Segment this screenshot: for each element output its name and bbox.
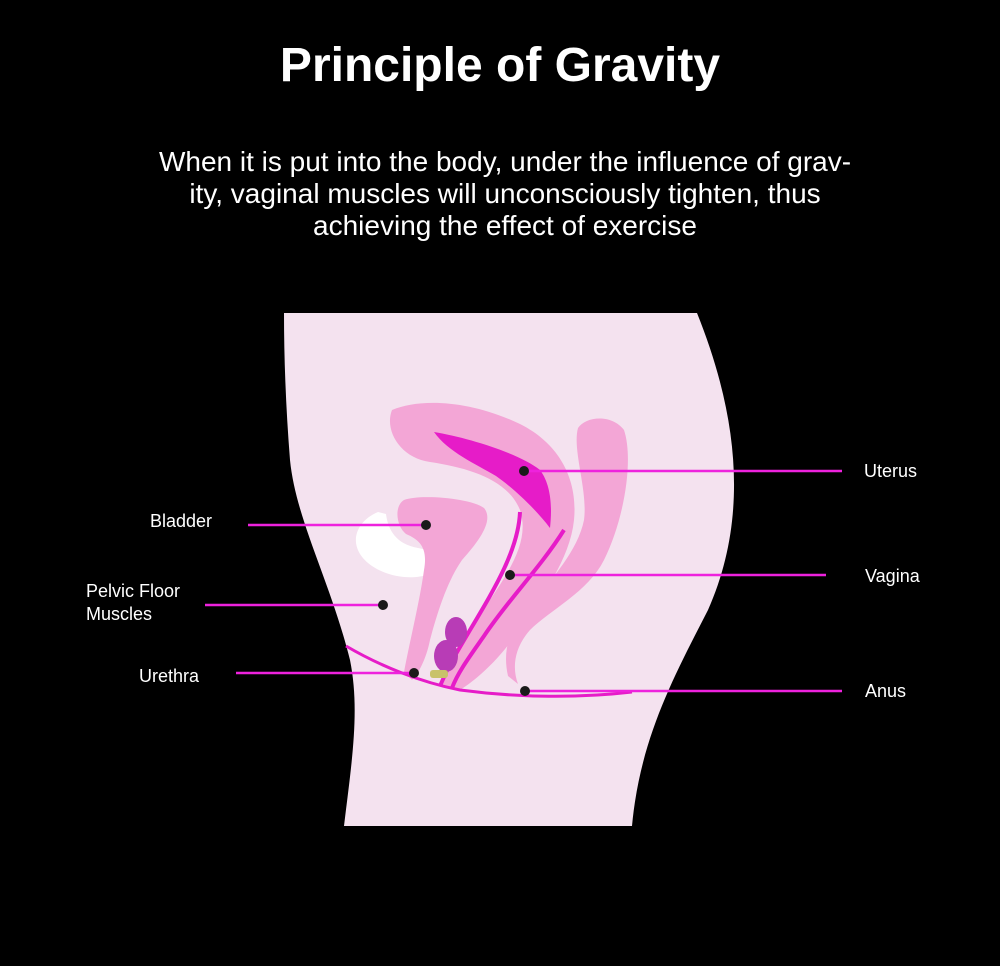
vaginal-wall-line (450, 528, 566, 689)
description-line-2: ity, vaginal muscles will unconsciously … (189, 178, 821, 209)
bladder-cushion (355, 512, 444, 578)
vagina-dot (505, 570, 515, 580)
label-urethra: Urethra (139, 666, 200, 686)
uterus-dot (519, 466, 529, 476)
rectum-tissue (506, 418, 628, 684)
pelvic-floor-curve (345, 644, 633, 698)
page-title: Principle of Gravity (279, 39, 721, 92)
urethra-dot (409, 668, 419, 678)
label-bladder: Bladder (150, 511, 213, 531)
description-line-3: achieving the effect of exercise (313, 210, 697, 241)
bladder-organ (397, 497, 488, 680)
label-pelvic-floor-line-2: Muscles (86, 604, 153, 624)
pelvic-floor-dot (378, 600, 388, 610)
label-uterus: Uterus (864, 461, 918, 481)
anus-dot (520, 686, 530, 696)
uterus-cavity (434, 432, 551, 528)
gravity-ball-device (430, 617, 467, 678)
label-pelvic-floor-line-1: Pelvic Floor (86, 581, 181, 601)
label-pelvic-floor-muscles: Pelvic Floor Muscles (86, 580, 180, 626)
label-vagina: Vagina (865, 566, 920, 586)
description-line-1: When it is put into the body, under the … (158, 146, 852, 177)
body-silhouette (284, 313, 735, 826)
label-anus: Anus (865, 681, 907, 701)
bladder-dot (421, 520, 431, 530)
description-text: When it is put into the body, under the … (110, 146, 900, 242)
